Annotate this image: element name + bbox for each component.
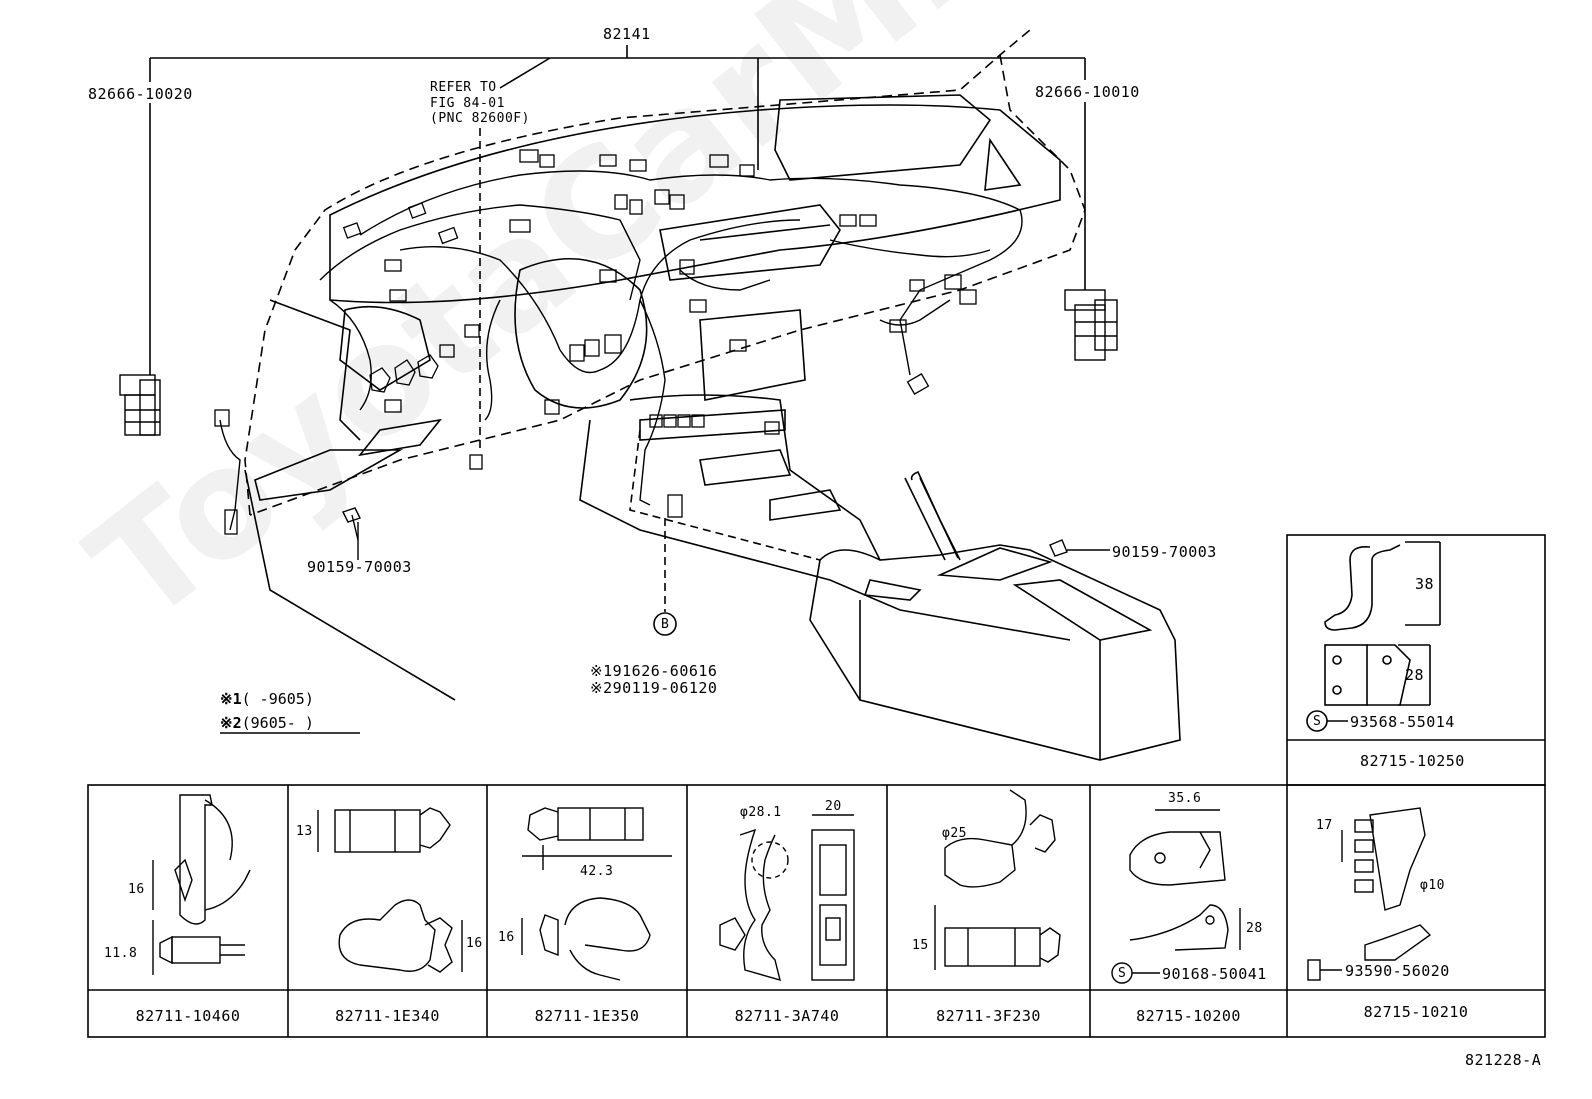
clamp-82711-1E350 [521, 807, 672, 981]
callout-b [653, 518, 677, 636]
side-dim-height: 38 [1415, 575, 1435, 593]
alt-part-2: ※290119-06120 [590, 679, 718, 697]
clamp5-dim1: φ25 [942, 826, 967, 841]
connector-block-right [1064, 289, 1118, 361]
refer-line3: (PNC 82600F) [430, 111, 530, 126]
clamp-label-5: 82711-3F230 [936, 1007, 1041, 1025]
connector-right-label: 82666-10010 [1035, 83, 1140, 101]
bolt-left [342, 507, 361, 560]
dashboard-outline [244, 29, 1181, 761]
clamp7-dim2: φ10 [1420, 878, 1445, 893]
clamp-82711-10460 [152, 794, 251, 975]
clamp-82715-10200 [1111, 809, 1241, 984]
clamp-82715-10210 [1307, 807, 1432, 981]
callout-b-letter: B [661, 617, 670, 632]
refer-line1: REFER TO [430, 80, 497, 95]
clamp-label-7: 82715-10210 [1363, 1003, 1469, 1021]
side-screw-mark: S [1313, 714, 1322, 729]
clamp-label-1: 82711-10460 [135, 1007, 241, 1025]
clamp7-dim1: 17 [1316, 818, 1333, 833]
harness-connectors [214, 149, 977, 535]
side-part-box [1286, 534, 1546, 786]
note-2: ※2(9605- ) [220, 714, 314, 732]
clamp6-screw-mark: S [1118, 966, 1127, 981]
bolt-right-label: 90159-70003 [1112, 543, 1217, 561]
note-1: ※1( -9605) [220, 690, 314, 708]
harness-part-label: 82141 [603, 25, 651, 43]
clamp-label-6: 82715-10200 [1136, 1007, 1241, 1025]
connector-left-label: 82666-10020 [88, 85, 193, 103]
clamp1-dim1: 16 [128, 882, 145, 897]
harness-leader [149, 45, 1086, 450]
clamp-table [87, 784, 1546, 1038]
side-part-label: 82715-10250 [1360, 752, 1465, 770]
clamp4-dim2: 20 [825, 799, 842, 814]
refer-line2: FIG 84-01 [430, 96, 505, 111]
clamp-label-3: 82711-1E350 [534, 1007, 640, 1025]
clamp-label-2: 82711-1E340 [335, 1007, 440, 1025]
side-screw-label: 93568-55014 [1350, 713, 1455, 731]
clamp-82711-3A740 [719, 814, 855, 982]
clamp4-dim1: φ28.1 [740, 805, 782, 820]
connector-block-left [119, 374, 161, 436]
bolt-left-label: 90159-70003 [307, 558, 412, 576]
figure-id: 821228-A [1465, 1051, 1542, 1069]
clamp-82711-3F230 [934, 789, 1061, 970]
clamp5-dim2: 15 [912, 938, 929, 953]
clamp-82711-1E340 [317, 807, 463, 973]
clamp3-dim2: 16 [498, 930, 515, 945]
alt-part-1: ※191626-60616 [590, 662, 718, 680]
clamp1-dim2: 11.8 [104, 946, 138, 961]
harness-wires [219, 170, 1023, 531]
clamp2-dim2: 16 [466, 936, 483, 951]
bolt-right [1049, 539, 1110, 557]
clamp7-screw: 93590-56020 [1345, 962, 1450, 980]
clamp-label-4: 82711-3A740 [734, 1007, 840, 1025]
clamp6-screw: 90168-50041 [1162, 965, 1267, 983]
clamp3-dim1: 42.3 [580, 864, 614, 879]
clamp2-dim1: 13 [296, 824, 313, 839]
side-dim-plate: 28 [1405, 666, 1425, 684]
clamp6-dim2: 28 [1246, 921, 1263, 936]
clamp6-dim1: 35.6 [1168, 791, 1202, 806]
